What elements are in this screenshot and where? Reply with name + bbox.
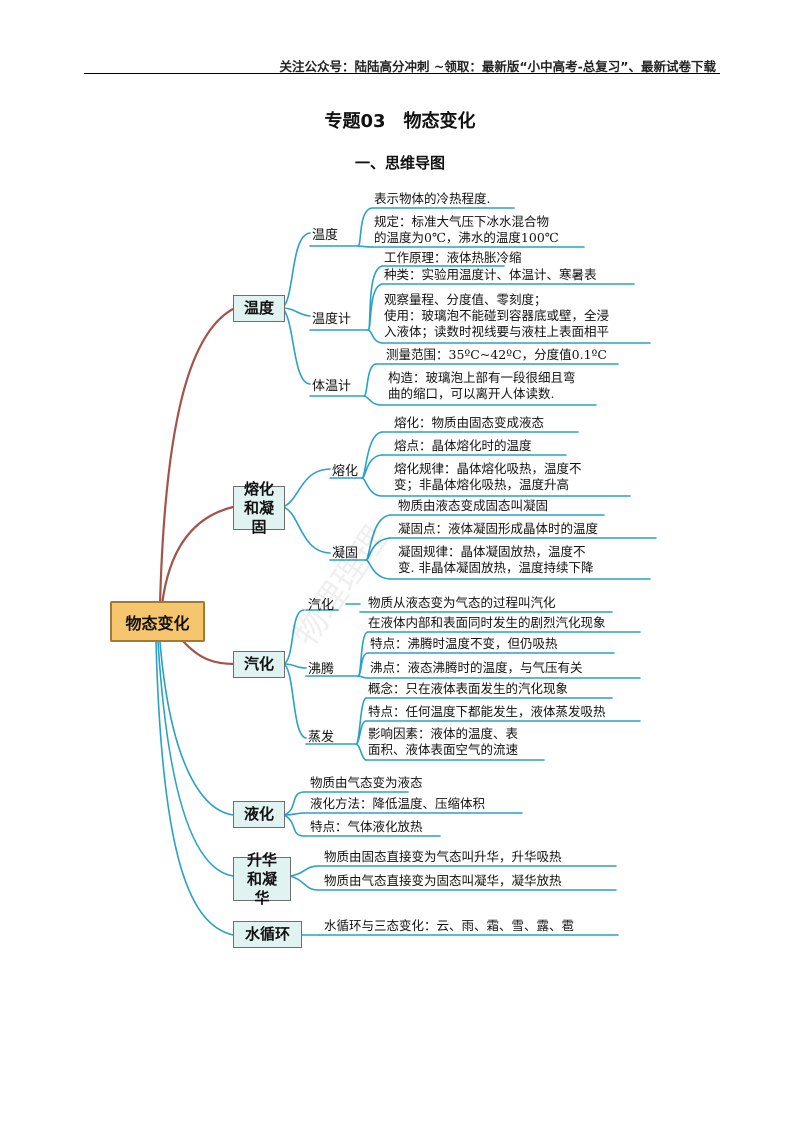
leaf-item: 沸点：液态沸腾时的温度，与气压有关 — [370, 660, 583, 675]
sub-boiling: 沸腾 — [308, 662, 335, 677]
leaf-item: 工作原理：液体热胀冷缩 — [384, 250, 522, 265]
leaf-item: 在液体内部和表面同时发生的剧烈汽化现象 — [368, 615, 606, 630]
sub-temperature: 温度 — [312, 228, 339, 243]
leaf-item: 特点：气体液化放热 — [310, 819, 423, 834]
branch-liquefaction: 液化 — [233, 801, 285, 828]
leaf-item: 观察量程、分度值、零刻度； — [384, 292, 547, 307]
sub-thermometer: 温度计 — [312, 312, 352, 327]
leaf-item: 种类：实验用温度计、体温计、寒暑表 — [384, 267, 597, 282]
section-heading: 一、思维导图 — [354, 154, 445, 172]
leaf-item: 物质由液态变成固态叫凝固 — [398, 498, 549, 513]
leaf-item: 熔化：物质由固态变成液态 — [394, 415, 545, 430]
leaf-item: 物质由固态直接变为气态叫升华，升华吸热 — [324, 849, 562, 864]
leaf-item: 液化方法：降低温度、压缩体积 — [310, 796, 486, 811]
branch-temperature: 温度 — [233, 295, 285, 322]
page-header: 关注公众号：陆陆高分冲刺 ~领取：最新版“小中高考-总复习”、最新试卷下载 — [279, 59, 716, 74]
branch-water-cycle: 水循环 — [233, 921, 302, 948]
sub-evaporation: 蒸发 — [308, 730, 335, 745]
page-title: 专题03 物态变化 — [324, 111, 476, 132]
sub-freezing: 凝固 — [332, 546, 359, 561]
leaf-item: 概念：只在液体表面发生的汽化现象 — [368, 681, 569, 696]
leaf-item: 入液体；读数时视线要与液柱上表面相平 — [384, 324, 610, 339]
leaf-item: 的温度为0℃，沸水的温度100℃ — [374, 230, 559, 245]
leaf-item: 构造：玻璃泡上部有一段很细且弯 — [388, 370, 576, 385]
sub-clinical-thermometer: 体温计 — [312, 379, 352, 394]
header-rule — [84, 73, 720, 74]
root-to-sublime — [157, 641, 234, 877]
leaf-item: 面积、液体表面空气的流速 — [368, 742, 519, 757]
leaf-item: 特点：任何温度下都能发生，液体蒸发吸热 — [368, 704, 606, 719]
root-to-vapor — [180, 638, 237, 666]
leaf-item: 物质由气态直接变为固态叫凝华，凝华放热 — [324, 873, 562, 888]
leaf-item: 特点：沸腾时温度不变，但仍吸热 — [370, 636, 558, 651]
leaf-item: 熔点：晶体熔化时的温度 — [394, 438, 532, 453]
leaf-item: 影响因素：液体的温度、表 — [368, 726, 519, 741]
leaf-item: 凝固规律：晶体凝固放热，温度不 — [398, 544, 586, 559]
sub-vaporization: 汽化 — [308, 598, 335, 613]
root-node: 物态变化 — [110, 601, 205, 642]
root-to-cycle — [155, 641, 234, 936]
sub-melting: 熔化 — [332, 464, 359, 479]
root-to-temp — [158, 306, 237, 607]
leaf-item: 表示物体的冷热程度. — [374, 191, 491, 206]
leaf-item: 变. 非晶体凝固放热，温度持续下降 — [398, 560, 594, 575]
leaf-item: 规定：标准大气压下冰水混合物 — [374, 214, 550, 229]
branch-sublimation: 升华和凝华 — [233, 851, 291, 907]
root-to-melt — [160, 505, 235, 607]
leaf-item: 物质由气态变为液态 — [310, 775, 423, 790]
leaf-item: 物质从液态变为气态的过程叫汽化 — [368, 595, 556, 610]
branch-vaporization: 汽化 — [233, 651, 285, 678]
branch-melting-freezing: 熔化和凝固 — [233, 480, 285, 536]
leaf-item: 凝固点：液体凝固形成晶体时的温度 — [398, 521, 599, 536]
root-to-liquefy — [159, 641, 234, 816]
leaf-item: 测量范围：35ºC~42ºC，分度值0.1ºC — [386, 347, 607, 362]
leaf-item: 变；非晶体熔化吸热，温度升高 — [394, 477, 570, 492]
leaf-item: 熔化规律：晶体熔化吸热，温度不 — [394, 461, 582, 476]
leaf-item: 曲的缩口，可以离开人体读数. — [388, 386, 555, 401]
leaf-item: 水循环与三态变化：云、雨、霜、雪、露、雹 — [324, 918, 575, 933]
leaf-item: 使用：玻璃泡不能碰到容器底或壁，全浸 — [384, 308, 610, 323]
